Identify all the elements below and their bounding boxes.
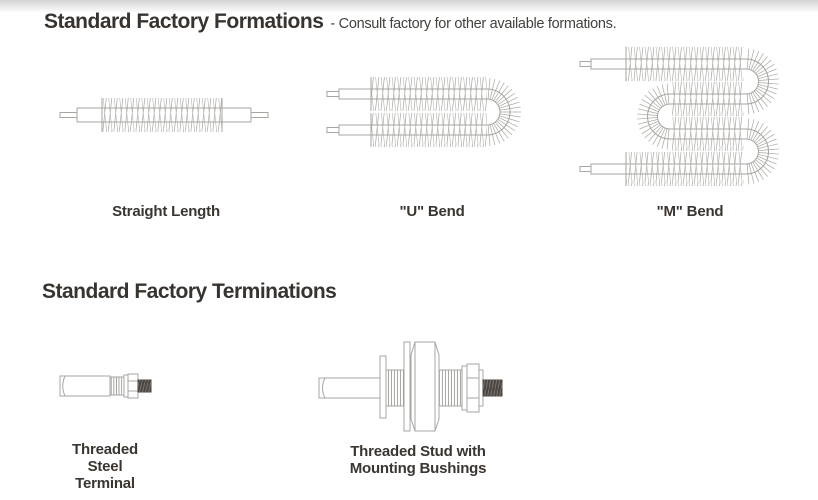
formations-subheading: - Consult factory for other available fo… xyxy=(330,16,617,32)
formations-heading-row: Standard Factory Formations - Consult fa… xyxy=(44,10,617,34)
label-line: Mounting Bushings xyxy=(349,460,487,477)
threaded-steel-terminal-illustration xyxy=(58,370,152,400)
label-line: Threaded Stud with xyxy=(350,443,486,460)
threaded-stud-label: Threaded Stud with Mounting Bushings xyxy=(316,443,520,477)
m-bend-label: "M" Bend xyxy=(656,203,724,220)
terminations-heading: Standard Factory Terminations xyxy=(42,280,337,303)
label-line: Steel xyxy=(87,458,123,475)
straight-length-illustration xyxy=(58,96,270,134)
threaded-stud-illustration xyxy=(318,341,508,433)
formations-heading: Standard Factory Formations xyxy=(44,10,324,33)
u-bend-label: "U" Bend xyxy=(399,203,465,220)
m-bend-illustration xyxy=(578,46,790,188)
label-line: Threaded xyxy=(72,441,138,458)
u-bend-illustration xyxy=(325,76,537,148)
straight-length-label: Straight Length xyxy=(112,203,220,220)
threaded-steel-terminal-label: Threaded Steel Terminal xyxy=(25,441,185,492)
label-line: Terminal xyxy=(75,475,135,492)
top-shade-gradient xyxy=(0,0,818,13)
